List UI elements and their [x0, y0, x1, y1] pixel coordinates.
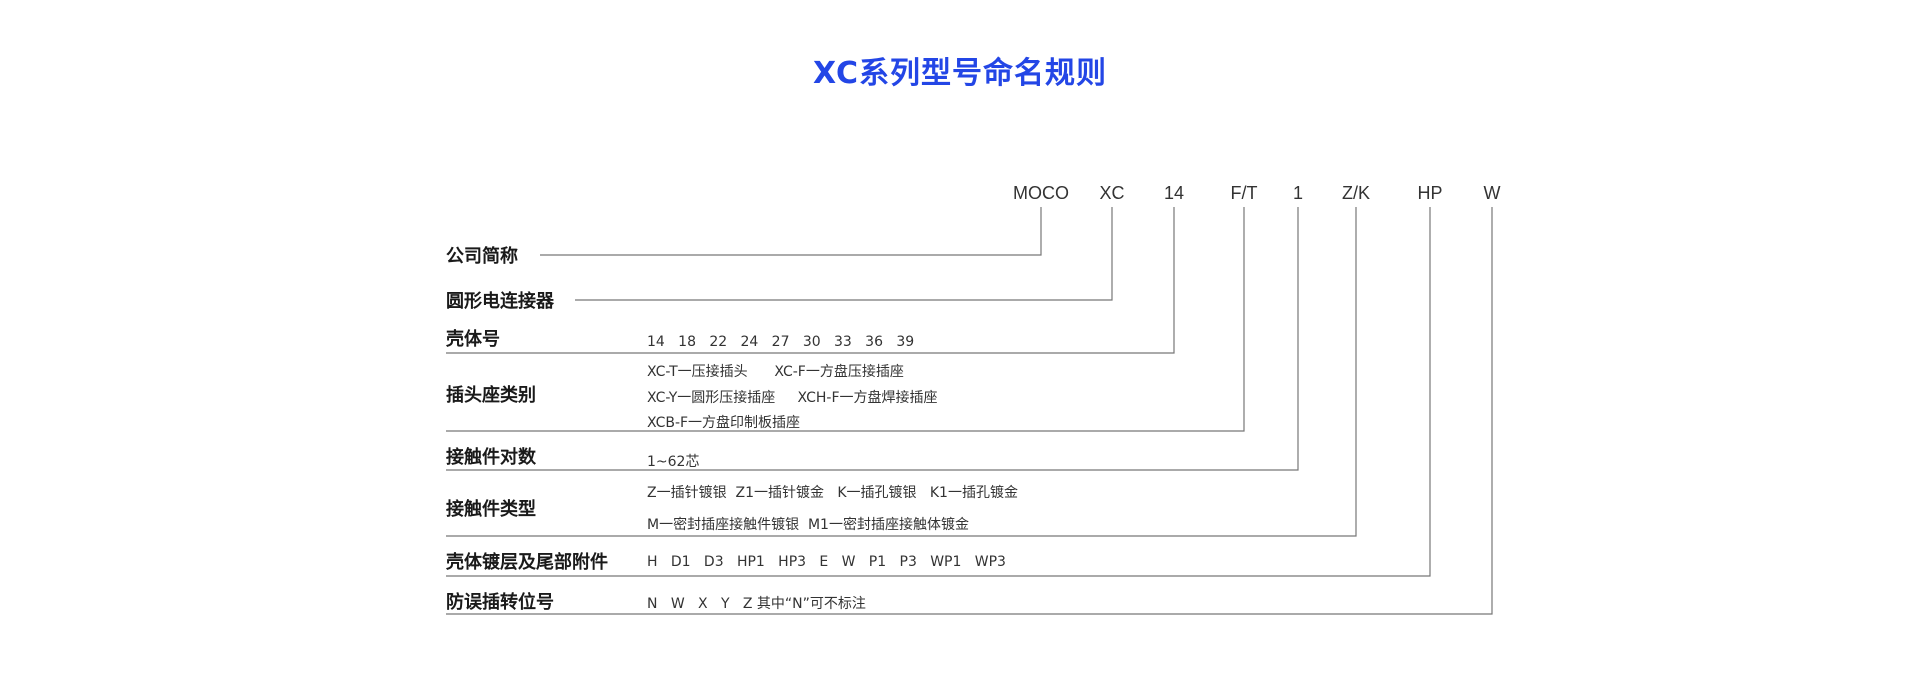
- code-segment: XC: [1099, 183, 1124, 203]
- leader-line: [575, 207, 1113, 301]
- row-label: 壳体号: [445, 328, 500, 350]
- leader-line: [446, 207, 1431, 577]
- row-label: 圆形电连接器: [446, 290, 555, 312]
- code-segment: MOCO: [1013, 183, 1069, 203]
- row-description: H D1 D3 HP1 HP3 E W P1 P3 WP1 WP3: [647, 554, 1006, 570]
- code-segment: 14: [1164, 183, 1184, 203]
- row-description: XC-Y一圆形压接插座 XCH-F一方盘焊接插座: [647, 389, 938, 406]
- row-label: 接触件类型: [446, 498, 536, 520]
- page-title: XC系列型号命名规则: [812, 56, 1108, 91]
- row-label: 接触件对数: [446, 446, 537, 468]
- code-segment: F/T: [1231, 183, 1258, 203]
- row-description: N W X Y Z 其中“N”可不标注: [647, 596, 866, 612]
- leader-line: [446, 207, 1357, 537]
- leader-line: [446, 207, 1299, 471]
- code-segment: HP: [1417, 183, 1442, 203]
- row-label: 插头座类别: [446, 384, 536, 406]
- row-description: 14 18 22 24 27 30 33 36 39: [647, 334, 914, 350]
- row-description: XC-T一压接插头 XC-F一方盘压接插座: [647, 363, 904, 380]
- code-segment: Z/K: [1342, 183, 1370, 203]
- leader-line: [446, 207, 1493, 615]
- row-description: Z一插针镀银 Z1一插针镀金 K一插孔镀银 K1一插孔镀金: [647, 484, 1018, 501]
- row-description: M一密封插座接触件镀银 M1一密封插座接触体镀金: [647, 516, 969, 533]
- row-label: 壳体镀层及尾部附件: [445, 551, 608, 573]
- leader-line: [446, 207, 1245, 432]
- row-label: 防误插转位号: [446, 591, 554, 613]
- code-segment: W: [1484, 183, 1501, 203]
- row-description: 1~62芯: [647, 454, 699, 470]
- code-segment: 1: [1293, 183, 1303, 203]
- leader-line: [540, 207, 1042, 256]
- row-description: XCB-F一方盘印制板插座: [647, 414, 800, 431]
- row-label: 公司简称: [446, 245, 518, 267]
- leader-line: [446, 207, 1175, 354]
